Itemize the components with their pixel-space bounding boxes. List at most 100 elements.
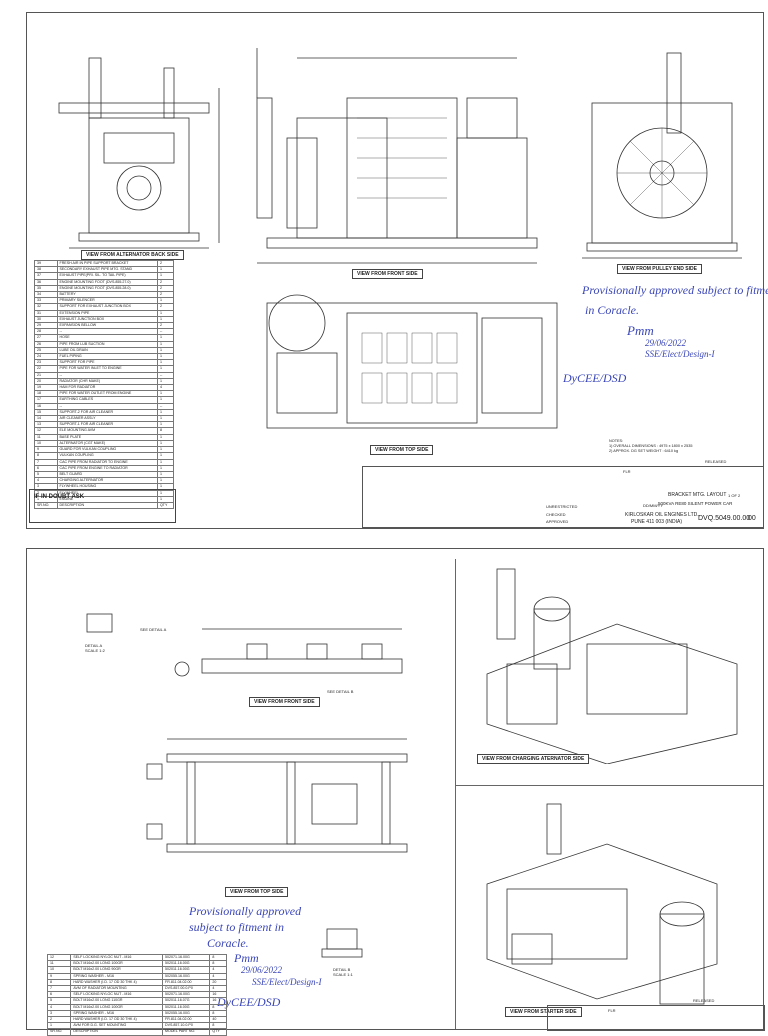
handwritten-signature: Pmm — [627, 323, 654, 338]
parts-cell-qty: 1 — [156, 297, 175, 305]
detail-b-scale: SCALE 1:1 — [333, 972, 353, 977]
view-label-charging-side: VIEW FROM CHARGING ATERNATOR SIDE — [477, 754, 590, 764]
parts-cell-desc: CHARGING ALTERNATOR — [56, 477, 158, 485]
parts-cell-desc: FUEL PIPING — [56, 353, 158, 361]
drawing-sheet-2: VIEW FROM FRONT SIDE DETAIL A SCALE 1:2 … — [26, 548, 765, 1036]
parts-cell-qty: 1 — [156, 421, 175, 429]
parts-cell-qty: 1 — [156, 272, 175, 280]
notes-title: NOTES: — [609, 439, 624, 443]
detail-b-label: DETAIL B — [333, 967, 351, 972]
parts-cell-desc: ENGINE MOUNTING FOOT (DVS.855.28.0) — [56, 284, 158, 293]
handwritten-approval-line1: Provisionally approved — [189, 904, 302, 918]
parts-cell-qty: 1 — [156, 495, 175, 503]
parts-cell-desc: SECONDARY EXHAUST PIPE MTG. STAND — [56, 266, 158, 274]
view-label-top: VIEW FROM TOP SIDE — [370, 445, 434, 455]
parts-cell-qty: -- — [156, 371, 175, 379]
notes: NOTES: 1) OVERALL DIMENSIONS : 4975 x 18… — [609, 439, 692, 454]
parts-cell-desc: EARTHING CABLES — [56, 396, 158, 404]
drawn-by: FLR — [623, 469, 631, 474]
drawing-subtitle: 500KVA RE80 SILENT POWER CAR — [658, 501, 733, 506]
drawing-date: DD/MM/YY — [643, 503, 663, 508]
status-label: RELEASED — [693, 998, 715, 1003]
parts-cell-part: 502055.16.00G — [162, 972, 211, 980]
view-label-front: VIEW FROM FRONT SIDE — [352, 269, 423, 279]
base-frame-top-view-drawing — [146, 738, 408, 853]
note-2: 2) APPROX. DG SET WEIGHT : 6410 kg — [609, 449, 679, 453]
parts-cell-part: 502011.16.07G — [162, 997, 211, 1005]
unrestricted-label: UNRESTRICTED — [546, 504, 578, 509]
starter-side-isometric-drawing — [486, 803, 718, 1005]
view-label-top: VIEW FROM TOP SIDE — [225, 887, 289, 897]
parts-cell-part: 502011.16.00G — [162, 1003, 211, 1011]
title-block: RELEASED FLR UNRESTRICTED CHECKED APPROV… — [362, 459, 764, 528]
pulley-end-view-drawing — [582, 52, 742, 259]
parts-cell-desc: -- — [56, 371, 158, 379]
parts-cell-desc: EXPANSION BELLOW — [56, 322, 158, 330]
parts-cell-desc: BATTERY — [56, 290, 158, 299]
handwritten-dept: SSE/Elect/Design-I — [252, 977, 322, 987]
parts-cell-part: 502071.16.00G — [162, 991, 211, 999]
handwritten-signature-2: DyCEE/DSD — [563, 371, 627, 385]
parts-cell-desc: BASE PLATE — [56, 433, 158, 441]
parts-cell-qty: 2 — [156, 303, 175, 311]
parts-cell-qty: 1 — [156, 353, 175, 361]
parts-cell-desc: ENGINE MOUNTING FOOT (DVS.855.27.0) — [56, 278, 158, 286]
parts-row: 28---- — [34, 328, 175, 336]
parts-cell-qty: 1 — [156, 458, 175, 466]
parts-cell-qty: 1 — [156, 340, 175, 348]
sheet-divider-vertical — [455, 559, 456, 1029]
parts-cell-desc: SUPPORT-1 FOR AIR CLEANER — [56, 421, 158, 429]
base-frame-front-view-drawing — [86, 613, 403, 677]
detail-a-label: DETAIL A — [85, 643, 103, 648]
title-block-2: RELEASED FLR — [547, 998, 765, 1031]
parts-cell-qty: 1 — [156, 415, 175, 423]
drawing-sheet-1: VIEW FROM ALTERNATOR BACK SIDE VIEW FROM… — [26, 12, 768, 529]
parts-cell-desc: PIPE FOR WATER INLET TO ENGINE — [56, 365, 158, 373]
see-detail-b: SEE DETAIL B — [327, 689, 354, 694]
parts-cell-desc: -- — [56, 402, 158, 410]
handwritten-dept: SSE/Elect/Design-I — [645, 349, 715, 359]
parts-cell-qty: 1 — [156, 365, 175, 373]
parts-cell-desc: RADIATOR (CHR MAKE) — [56, 377, 158, 386]
parts-cell-desc: PIPE FROM LUB SUCTION — [56, 340, 158, 348]
status-label: RELEASED — [705, 459, 727, 464]
parts-cell-qty: 1 — [156, 464, 175, 472]
handwritten-date: 29/06/2022 — [241, 965, 283, 975]
parts-row: 16---- — [34, 402, 175, 410]
view-label-pulley-end: VIEW FROM PULLEY END SIDE — [617, 264, 702, 274]
company-name: KIRLOSKAR OIL ENGINES LTD., — [625, 512, 701, 518]
parts-cell-qty: 2 — [156, 284, 175, 293]
if-in-doubt-box: IF IN DOUBT ASK — [29, 489, 176, 523]
parts-header-part: MODEL PART NO. — [162, 1028, 211, 1036]
parts-cell-desc: ELE MOUNTING AVM — [56, 427, 158, 435]
parts-cell-desc: ALTERNATOR (CGT MAKE) — [56, 439, 158, 448]
parts-cell-qty: 1 — [156, 346, 175, 355]
parts-cell-part: 502011.16.00G — [162, 960, 211, 968]
top-view-drawing — [266, 294, 558, 429]
parts-cell-part: 502011.16.00G — [162, 966, 211, 974]
parts-cell-qty: -- — [156, 402, 175, 410]
checked-label: CHECKED — [546, 512, 566, 517]
parts-cell-qty: 1 — [156, 408, 175, 417]
parts-cell-desc: SUPPORT FOR PIPE — [56, 359, 158, 367]
parts-cell-qty: 1 — [156, 266, 175, 274]
handwritten-signature: Pmm — [234, 951, 259, 965]
charging-side-isometric-drawing — [486, 568, 738, 764]
parts-cell-qty: 2 — [156, 290, 175, 299]
